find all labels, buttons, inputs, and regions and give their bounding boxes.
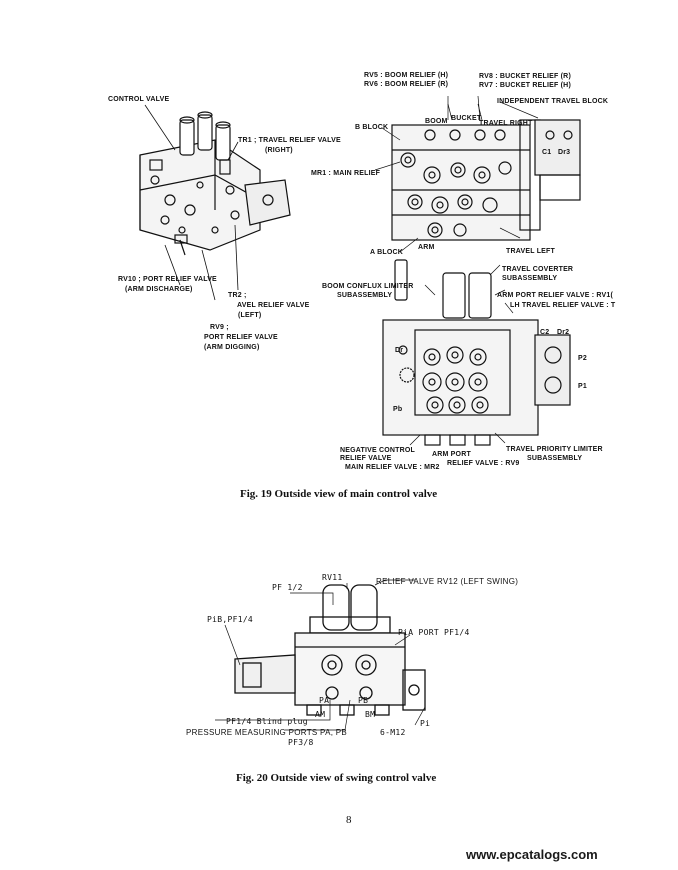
label-rv9-side: (ARM DIGGING) [204,344,260,351]
label-a-block: A BLOCK [370,249,404,256]
label-pf3-8: PF3/8 [288,738,314,747]
label-tr2-side: (LEFT) [238,312,262,319]
label-travel-converter: TRAVEL COVERTER [502,266,574,273]
label-control-valve: CONTROL VALVE [108,96,170,103]
label-pf14-blind-plug: PF1/4 Blind plug [226,717,308,726]
label-pib-port: PiB,PF1/4 [207,615,254,624]
label-mr1: MR1 : MAIN RELIEF [311,170,381,177]
label-p1: P1 [578,383,587,390]
watermark-url: www.epcatalogs.com [466,847,598,862]
label-arm-port-relief-rv10: ARM PORT RELIEF VALVE : RV1( [497,292,614,299]
label-rv5: RV5 : BOOM RELIEF (H) [364,72,449,79]
label-rv6: RV6 : BOOM RELIEF (R) [364,81,449,88]
label-dr3: Dr3 [558,149,571,156]
label-dr2: Dr2 [557,329,570,336]
label-main-relief-mr2: MAIN RELIEF VALVE : MR2 [345,464,440,471]
label-negative-control: NEGATIVE CONTROL [340,447,416,454]
label-rv10: RV10 ; PORT RELIEF VALVE [118,276,217,283]
figure-19-caption: Fig. 19 Outside view of main control val… [240,488,438,500]
label-tr2-desc: AVEL RELIEF VALVE [237,302,310,309]
label-lh-travel-relief: LH TRAVEL RELIEF VALVE : T [510,302,616,309]
label-pa: PA [319,696,330,705]
label-tr2: TR2 ; [228,292,247,299]
label-bucket: BUCKET [451,115,482,122]
label-travel-priority-sub: SUBASSEMBLY [527,455,583,462]
label-boom-conflux: BOOM CONFLUX LIMITER [322,283,414,290]
label-6-m12: 6-M12 [380,728,406,737]
label-travel-converter-sub: SUBASSEMBLY [502,275,558,282]
label-c1: C1 [542,149,552,156]
label-travel-priority: TRAVEL PRIORITY LIMITER [506,446,603,453]
label-arm-port: ARM PORT [432,451,471,458]
label-tr1-side: (RIGHT) [265,147,293,154]
label-p2: P2 [578,355,587,362]
swing-control-valve-drawing [215,579,426,731]
label-negative-control-sub: RELIEF VALVE [340,455,392,462]
page-number: 8 [346,814,352,826]
label-rv10-desc: (ARM DISCHARGE) [125,286,193,293]
label-bm: BM [365,710,376,719]
label-arm: ARM [418,244,435,251]
label-rv9-desc: PORT RELIEF VALVE [204,334,278,341]
label-arm-port-rv9: RELIEF VALVE : RV9 [447,460,520,467]
label-travel-left: TRAVEL LEFT [506,248,555,255]
label-rv7: RV7 : BUCKET RELIEF (H) [479,82,571,89]
label-dr: Dr [395,347,404,354]
label-tr1: TR1 ; TRAVEL RELIEF VALVE [238,137,341,144]
main-control-valve-front-view-drawing [382,259,571,446]
label-pressure-measuring-ports: PRESSURE MEASURING PORTS PA, PB [186,728,348,737]
label-c2: C2 [540,329,550,336]
label-pi: Pi [420,719,431,728]
label-pb: Pb [393,406,403,413]
label-pf-1-2: PF 1/2 [272,583,303,592]
main-control-valve-perspective-drawing [139,104,291,301]
label-rv8: RV8 : BUCKET RELIEF (R) [479,73,571,80]
label-pia-port: PiA PORT PF1/4 [398,628,470,637]
label-rv11: RV11 [322,573,343,582]
label-relief-valve-rv12: RELIEF VALVE RV12 (LEFT SWING) [376,577,519,586]
label-travel-right: TRAVEL RIGHT [479,120,533,127]
label-b-block: B BLOCK [355,124,389,131]
main-control-valve-top-view-drawing [374,95,581,253]
label-boom-conflux-sub: SUBASSEMBLY [337,292,393,299]
label-am: AM [315,710,326,719]
label-rv9: RV9 ; [210,324,229,331]
label-pb: PB [358,696,369,705]
figure-20-caption: Fig. 20 Outside view of swing control va… [236,772,437,784]
label-independent-travel-block: INDEPENDENT TRAVEL BLOCK [497,98,609,105]
label-boom: BOOM [425,118,448,125]
